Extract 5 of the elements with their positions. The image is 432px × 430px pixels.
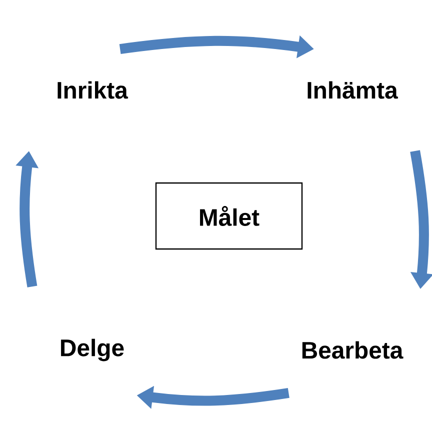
goal-box: Målet <box>155 182 303 250</box>
step-label: Delge <box>61 338 124 362</box>
step-label: Bearbeta <box>302 341 404 359</box>
step-label: Inhämta <box>308 81 398 99</box>
step-label: Inrikta <box>58 81 128 99</box>
